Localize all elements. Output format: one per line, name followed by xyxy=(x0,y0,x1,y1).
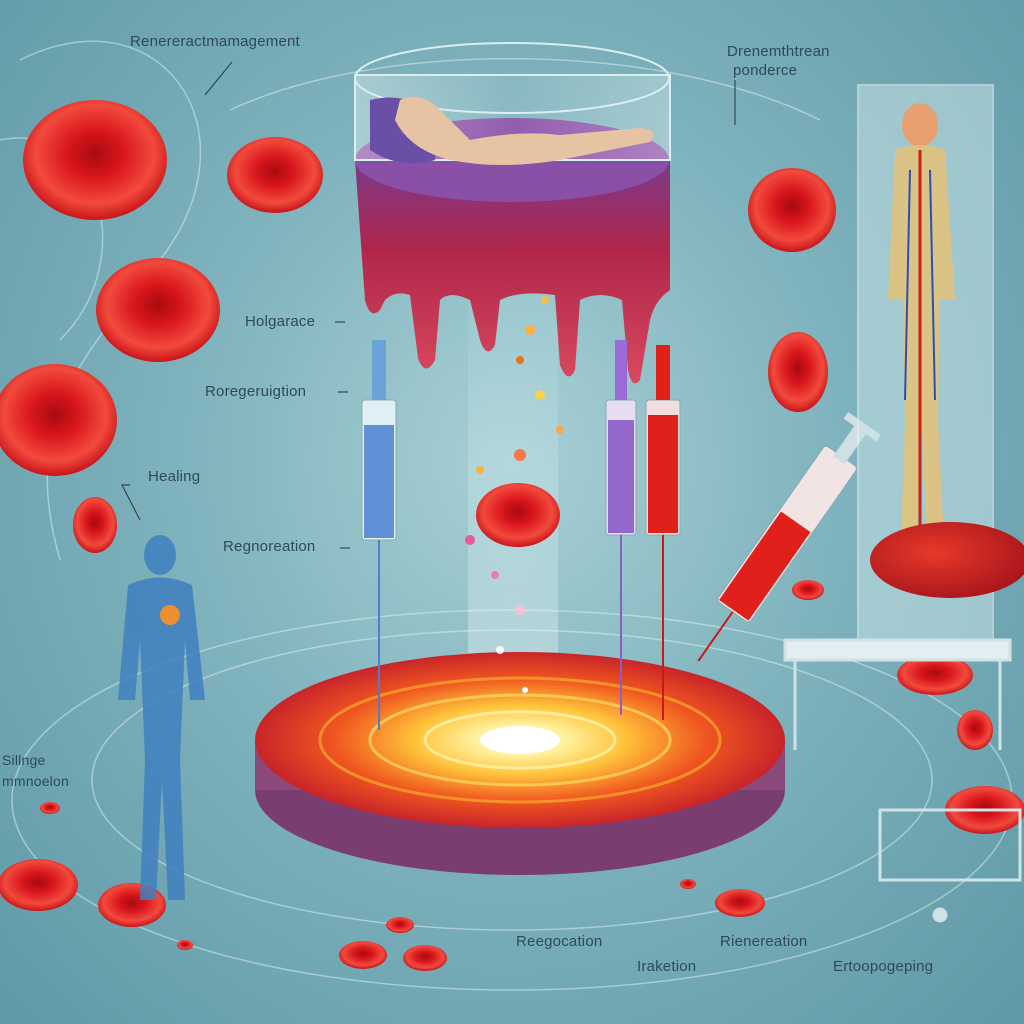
blood-cells-left xyxy=(0,100,323,553)
syringe-diagonal xyxy=(697,412,881,662)
label-bottom-2: Iraketion xyxy=(637,958,697,975)
label-left-edge-line2: mmnoelon xyxy=(2,773,69,789)
label-top-right-line2: ponderce xyxy=(733,62,798,79)
syringe-red xyxy=(645,345,681,720)
label-pointers xyxy=(121,61,736,549)
label-bottom-3: Rienereation xyxy=(720,933,808,950)
regeneration-platform xyxy=(255,652,785,875)
label-top-left: Renereractmamagement xyxy=(130,33,300,50)
tissue-cylinder xyxy=(354,42,671,384)
blue-human-figure xyxy=(118,535,205,900)
syringe-purple xyxy=(605,340,637,715)
particle-swirl xyxy=(465,296,564,693)
label-reregeration: Roregeruigtion xyxy=(205,383,307,400)
label-bottom-4: Ertoopogeping xyxy=(833,958,934,975)
patient-figure xyxy=(395,96,654,165)
label-top-right-line1: Drenemthtrean xyxy=(727,43,830,60)
label-holgarace: Holgarace xyxy=(245,313,316,330)
label-healing: Healing xyxy=(148,468,201,485)
syringe-blue xyxy=(361,340,397,730)
label-bottom-1: Reegocation xyxy=(516,933,603,950)
stretcher xyxy=(783,638,1022,923)
anatomy-tank xyxy=(857,84,1024,646)
label-left-edge-line1: Sillnge xyxy=(2,752,46,768)
blood-cells-right xyxy=(748,168,1024,834)
label-regenoration: Regnoreation xyxy=(223,538,316,555)
